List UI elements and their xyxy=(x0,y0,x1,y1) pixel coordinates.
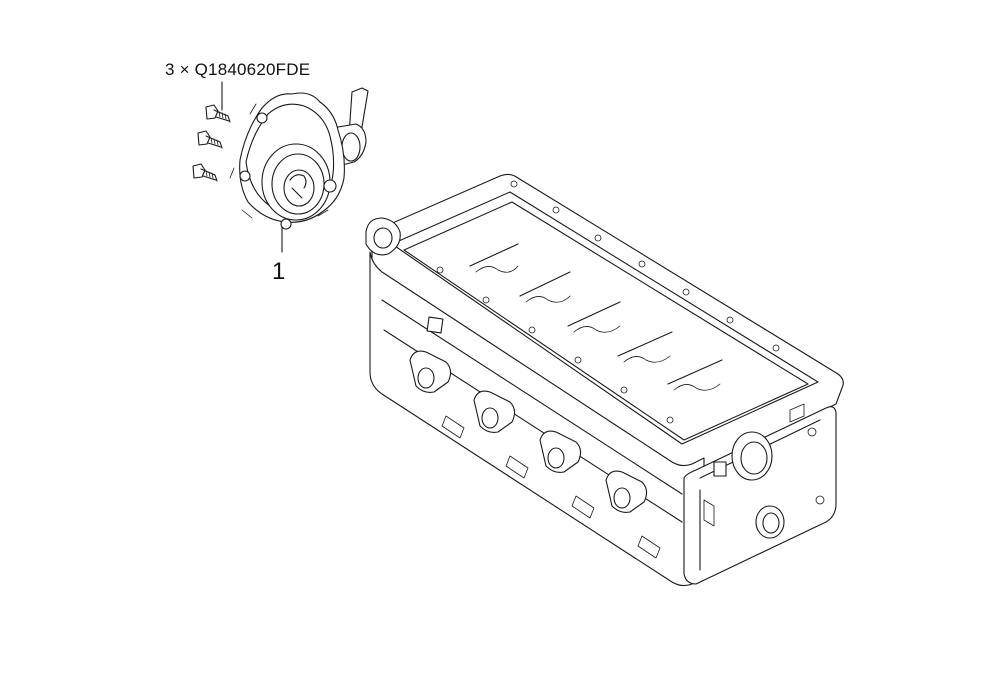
cylinder-head-icon xyxy=(365,173,844,587)
part-number-label: 1 xyxy=(272,258,286,285)
bolt-icon xyxy=(205,104,231,123)
bolt-icon xyxy=(197,130,223,149)
vacuum-pump-icon xyxy=(229,87,369,230)
bolt-icon xyxy=(192,163,218,182)
bolt-callout-label: 3 × Q1840620FDE xyxy=(165,60,311,79)
